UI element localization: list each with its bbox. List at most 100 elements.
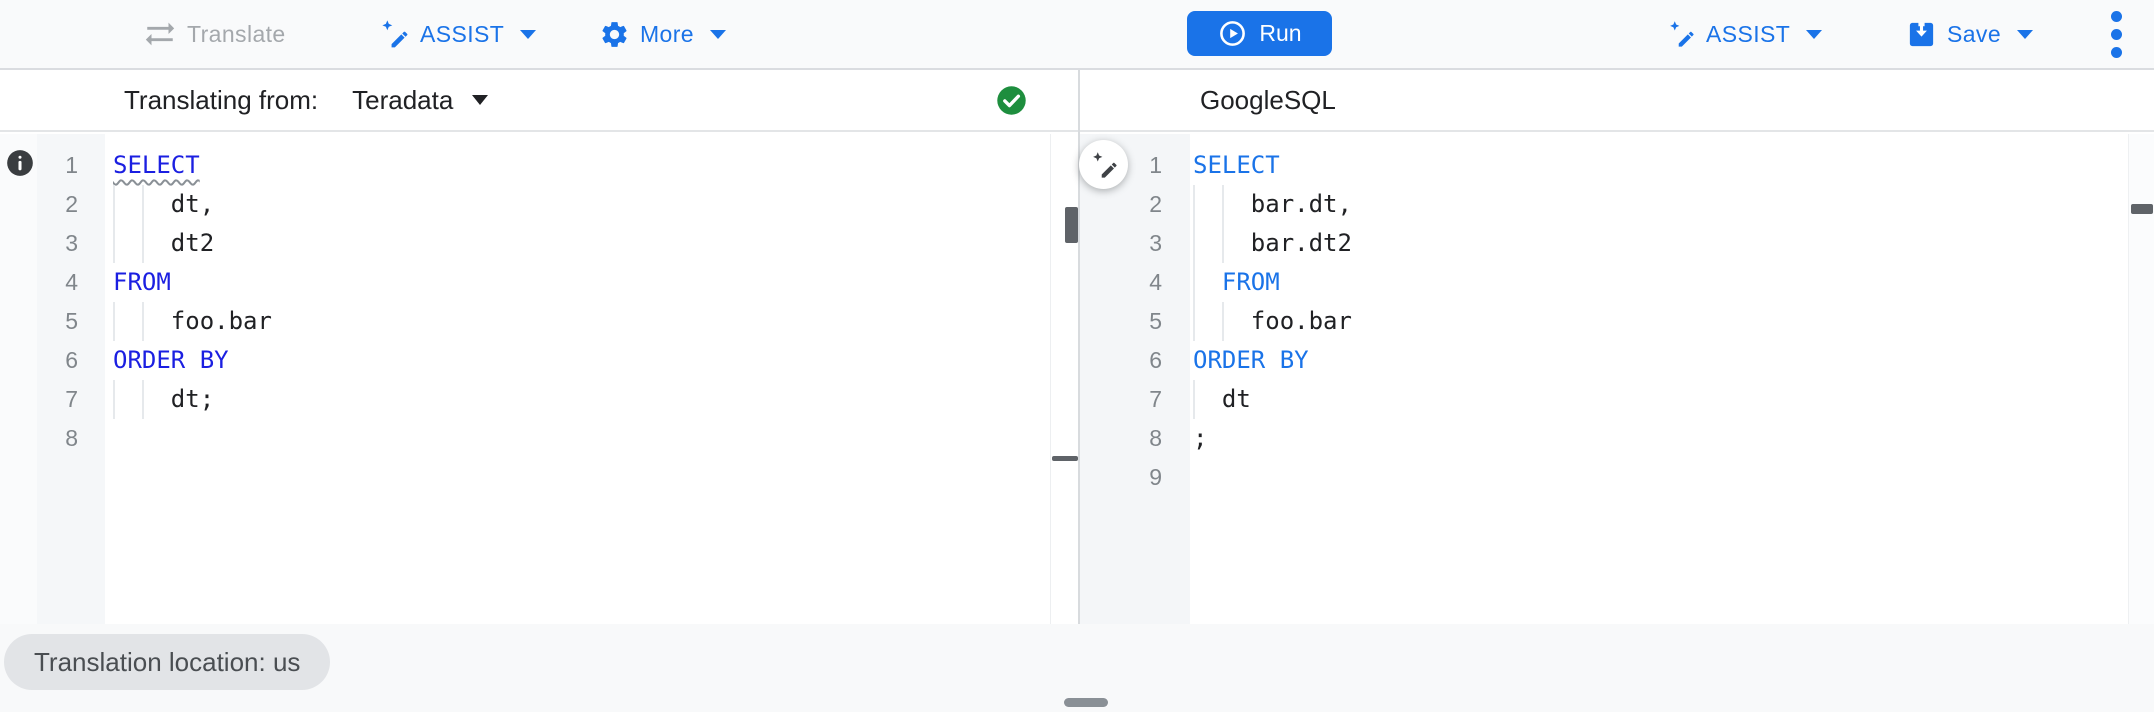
indent-guide (141, 380, 144, 419)
chevron-down-icon (520, 29, 537, 39)
source-scrollbar-marker[interactable] (1052, 456, 1078, 461)
code-line[interactable]: foo.bar (105, 302, 1078, 341)
code-line[interactable]: FROM (105, 263, 1078, 302)
code-line[interactable]: ORDER BY (1190, 341, 2154, 380)
source-dialect-value: Teradata (352, 84, 454, 115)
inline-assist-button[interactable] (1079, 140, 1128, 189)
source-pane: Translating from: Teradata (0, 70, 1078, 624)
translate-button[interactable]: Translate (143, 0, 286, 68)
line-number: 3 (1149, 230, 1162, 256)
line-number: 8 (1149, 425, 1162, 451)
translation-location-text: Translation location: us (34, 646, 301, 677)
indent-guide (1193, 263, 1195, 302)
sql-keyword: SELECT (113, 151, 200, 179)
panel-resize-handle[interactable] (1064, 698, 1108, 707)
kebab-dot (2110, 28, 2122, 40)
indent-guide (1193, 380, 1195, 419)
save-button[interactable]: Save (1906, 0, 2034, 68)
code-line[interactable]: dt; (105, 380, 1078, 419)
sql-keyword: ORDER BY (1193, 346, 1309, 374)
indent-guide (113, 224, 115, 263)
magic-pen-icon (382, 20, 408, 48)
save-label: Save (1947, 20, 2002, 47)
code-line[interactable]: foo.bar (1190, 302, 2154, 341)
indent-guide (1221, 302, 1224, 341)
line-number: 5 (1149, 308, 1162, 334)
indent-guide (1193, 224, 1195, 263)
indent-guide (141, 224, 144, 263)
code-line[interactable] (1190, 458, 2154, 497)
line-number: 8 (65, 425, 78, 451)
line-number: 4 (1149, 269, 1162, 295)
target-dialect-label: GoogleSQL (1200, 84, 1336, 115)
assist-left-label: ASSIST (420, 20, 505, 47)
more-button[interactable]: More (599, 0, 727, 68)
sql-keyword: FROM (1221, 268, 1280, 296)
chevron-down-icon (2017, 29, 2034, 39)
code-line[interactable]: SELECT (1190, 146, 2154, 185)
translation-success-icon (996, 85, 1027, 116)
code-line[interactable]: dt (1190, 380, 2154, 419)
info-icon[interactable] (6, 149, 34, 177)
code-token: dt (1193, 385, 1251, 413)
code-line[interactable]: bar.dt2 (1190, 224, 2154, 263)
magic-pen-icon (1670, 21, 1694, 47)
code-token: dt; (113, 385, 215, 413)
assist-right-label: ASSIST (1706, 20, 1791, 47)
chevron-down-icon (710, 29, 727, 39)
code-line[interactable]: dt, (105, 185, 1078, 224)
assist-left-button[interactable]: ASSIST (378, 0, 537, 68)
code-line[interactable]: ORDER BY (105, 341, 1078, 380)
target-scrollbar-track (2128, 134, 2154, 624)
line-number: 7 (65, 386, 78, 412)
translating-from-label: Translating from: (124, 84, 319, 115)
code-token: ; (1193, 424, 1208, 452)
pane-divider[interactable] (1078, 70, 1080, 624)
code-line[interactable]: ; (1190, 419, 2154, 458)
code-token: bar.dt, (1193, 190, 1352, 218)
code-line[interactable]: SELECT (105, 146, 1078, 185)
overflow-menu-button[interactable] (2103, 0, 2129, 68)
indent-guide (1193, 185, 1195, 224)
source-dialect-select[interactable]: Teradata (352, 84, 489, 116)
target-scrollbar-thumb[interactable] (2131, 204, 2153, 214)
translate-label: Translate (187, 20, 286, 47)
indent-guide (113, 380, 115, 419)
more-label: More (640, 20, 695, 47)
code-token: bar.dt2 (1193, 229, 1352, 257)
line-number: 4 (65, 269, 78, 295)
translation-location-badge: Translation location: us (4, 634, 331, 690)
code-token (1193, 268, 1222, 296)
indent-guide (113, 185, 115, 224)
line-number: 1 (65, 152, 78, 178)
line-number: 6 (1149, 347, 1162, 373)
save-icon (1909, 20, 1934, 46)
run-label: Run (1259, 20, 1302, 46)
indent-guide (1221, 224, 1224, 263)
bottom-status-area: Translation location: us (0, 624, 2154, 712)
toolbar: Translate ASSIST More Run (0, 0, 2154, 70)
code-line[interactable]: bar.dt, (1190, 185, 2154, 224)
code-line[interactable]: dt2 (105, 224, 1078, 263)
run-button[interactable]: Run (1187, 11, 1332, 56)
code-token: dt, (113, 190, 215, 218)
code-line[interactable] (105, 419, 1078, 458)
source-scrollbar-thumb[interactable] (1065, 207, 1078, 243)
source-scrollbar-track (1050, 134, 1078, 624)
line-number: 7 (1149, 386, 1162, 412)
line-number: 2 (1149, 191, 1162, 217)
code-line[interactable]: FROM (1190, 263, 2154, 302)
assist-right-button[interactable]: ASSIST (1666, 0, 1823, 68)
play-circle-icon (1220, 21, 1246, 46)
code-token: foo.bar (113, 307, 272, 335)
sql-keyword: ORDER BY (113, 346, 229, 374)
magic-pen-icon (1092, 151, 1117, 178)
